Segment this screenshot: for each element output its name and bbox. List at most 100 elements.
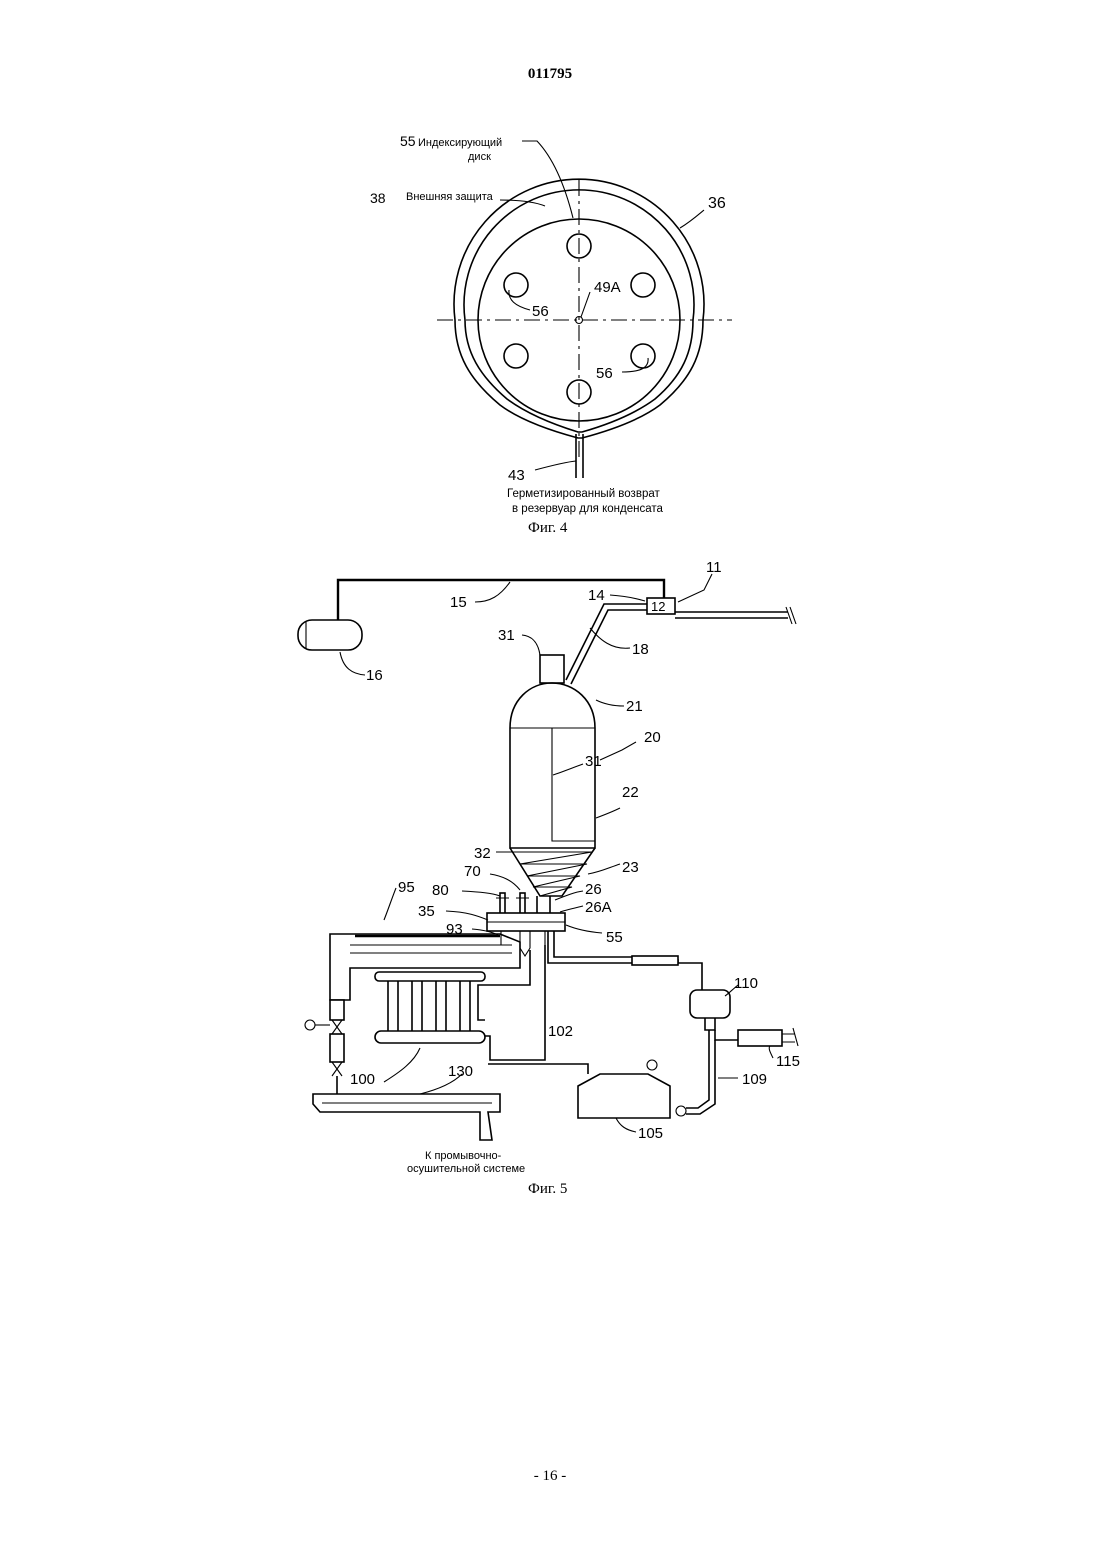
label-21: 21: [626, 698, 643, 715]
label-12: 12: [651, 599, 665, 614]
pipe-condenser-outlet: [485, 945, 545, 1060]
hopper-lower: [330, 1034, 344, 1062]
label-55-fig5: 55: [606, 929, 623, 946]
label-115: 115: [776, 1053, 800, 1070]
label-110: 110: [734, 975, 758, 992]
label-14: 14: [588, 587, 605, 604]
label-11: 11: [706, 559, 722, 576]
leader-23: [588, 864, 620, 874]
tank-105: [578, 1074, 670, 1118]
internal-pipe-31: [552, 728, 595, 841]
pipe-55-to-110-a: [548, 931, 702, 990]
leader-105: [616, 1118, 636, 1132]
label-18: 18: [632, 641, 649, 658]
leader-36: [680, 210, 704, 228]
label-56-right: 56: [596, 365, 613, 382]
return-note-line-2: в резервуар для конденсата: [512, 503, 663, 515]
wash-note-line-1: К промывочно-: [425, 1150, 502, 1162]
label-95: 95: [398, 879, 415, 896]
feed-line-break: [786, 607, 796, 624]
leader-31-top: [522, 635, 540, 655]
label-31-top: 31: [498, 627, 515, 644]
label-80: 80: [432, 882, 449, 899]
pipe-15: [338, 580, 664, 620]
label-38-text: Внешняя защита: [406, 191, 494, 203]
label-105: 105: [638, 1125, 663, 1142]
outlet-26: [537, 896, 550, 913]
label-43: 43: [508, 467, 525, 484]
label-100: 100: [350, 1071, 375, 1088]
tank-16: [298, 620, 362, 650]
label-102: 102: [548, 1023, 573, 1040]
disk-hole-lower-right: [631, 344, 655, 368]
label-16: 16: [366, 667, 383, 684]
leader-100: [384, 1048, 420, 1082]
disk-hole-upper-left: [504, 273, 528, 297]
leader-16: [340, 652, 365, 675]
hopper-upper: [330, 1000, 344, 1020]
label-130: 130: [448, 1063, 473, 1080]
label-55-text-1: Индексирующий: [418, 137, 502, 149]
leader-21: [596, 700, 624, 706]
pipe-filter: [632, 956, 678, 965]
leader-56-left: [509, 290, 530, 310]
unit-110: [690, 990, 730, 1018]
leader-31-inner: [553, 764, 583, 775]
condenser-tubes: [388, 981, 470, 1031]
label-49a: 49A: [594, 279, 621, 296]
tank-105-pump: [647, 1060, 657, 1070]
line-102: [488, 1064, 588, 1074]
leader-115: [769, 1046, 773, 1058]
label-15: 15: [450, 594, 467, 611]
pipe-condenser-inlet: [478, 950, 530, 1020]
rotary-valve-upper: [332, 1020, 342, 1034]
label-32: 32: [474, 845, 491, 862]
label-31-inner: 31: [585, 753, 602, 770]
unit-110-outlet: [705, 1018, 715, 1030]
unit-115: [738, 1030, 782, 1046]
leader-35: [446, 911, 488, 920]
disk-hole-upper-right: [631, 273, 655, 297]
leader-70: [490, 874, 520, 890]
label-26a: 26A: [585, 899, 612, 916]
leader-14: [610, 595, 645, 601]
vessel-cone-23: [510, 848, 595, 896]
leader-18: [590, 628, 630, 648]
label-56-left: 56: [532, 303, 549, 320]
label-70: 70: [464, 863, 481, 880]
page-number: - 16 -: [0, 1468, 1100, 1485]
rotary-valve-lower: [332, 1062, 342, 1076]
label-23: 23: [622, 859, 639, 876]
label-93: 93: [446, 921, 463, 938]
disk-hole-lower-left: [504, 344, 528, 368]
figure-5-caption: Фиг. 5: [528, 1181, 567, 1197]
leader-15: [475, 582, 510, 602]
leader-11: [678, 574, 712, 602]
figure-5: 11 12 14 15 16 18 31 21 20 31 22 32 70 2…: [298, 559, 800, 1197]
leader-20: [600, 742, 636, 760]
return-note-line-1: Герметизированный возврат: [507, 488, 660, 500]
leader-43: [535, 461, 576, 470]
valve-80: [500, 893, 505, 915]
label-36: 36: [708, 195, 726, 212]
conveyor-130: [313, 1094, 500, 1140]
leader-95: [384, 888, 396, 920]
label-55: 55: [400, 133, 416, 149]
conveyor-95: [330, 934, 520, 1000]
motor-left: [305, 1020, 315, 1030]
valve-70: [520, 893, 525, 915]
feed-line-11: [675, 612, 788, 618]
unit-115-outlet: [782, 1028, 798, 1046]
leader-55: [566, 925, 602, 933]
leader-26a: [560, 906, 583, 912]
label-26: 26: [585, 881, 602, 898]
figure-4-caption: Фиг. 4: [528, 520, 568, 536]
nozzle-31: [540, 655, 564, 683]
cone-auger-32: [512, 852, 592, 896]
condenser-bottom-header: [375, 1031, 485, 1043]
label-38: 38: [370, 190, 386, 206]
label-20: 20: [644, 729, 661, 746]
label-35: 35: [418, 903, 435, 920]
